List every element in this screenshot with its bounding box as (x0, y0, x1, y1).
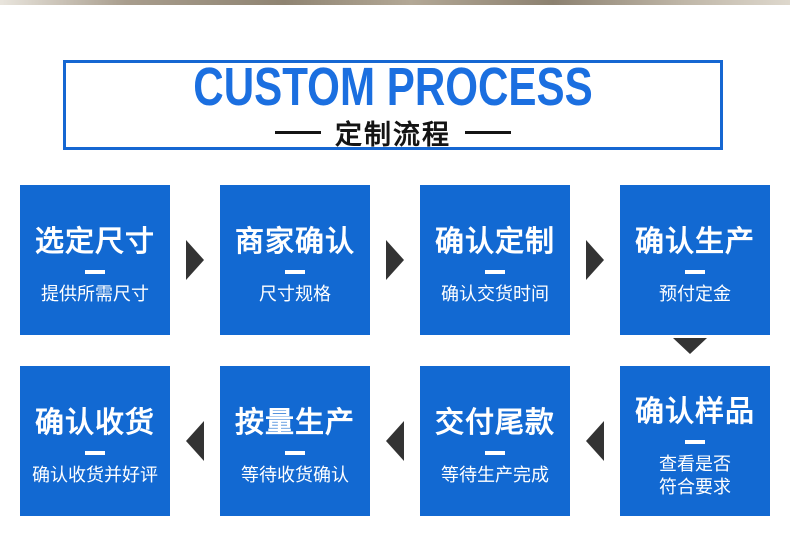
arrow-right-icon (386, 240, 404, 280)
step-merchant-confirm: 商家确认 尺寸规格 (220, 185, 370, 335)
step-title: 确认样品 (634, 393, 755, 428)
flow-row-2: 确认收货 确认收货并好评 按量生产 等待收货确认 交付尾款 等待生产完成 确认样… (20, 366, 770, 516)
arrow-down-icon (673, 338, 707, 354)
step-title: 选定尺寸 (34, 224, 155, 258)
step-dash (485, 270, 505, 274)
page-title-en: CUSTOM PROCESS (193, 57, 593, 117)
step-confirm-custom: 确认定制 确认交货时间 (420, 185, 570, 335)
step-subtitle: 查看是否 (659, 453, 731, 475)
step-dash (85, 270, 105, 274)
title-dash-left (275, 131, 321, 134)
step-confirm-receipt: 确认收货 确认收货并好评 (20, 366, 170, 516)
step-subtitle-line2: 符合要求 (659, 476, 731, 498)
step-subtitle: 确认交货时间 (441, 284, 549, 305)
step-title: 确认定制 (434, 224, 555, 258)
step-title: 商家确认 (234, 224, 355, 258)
arrow-right-icon (586, 240, 604, 280)
step-dash (285, 270, 305, 274)
page-title-zh: 定制流程 (335, 120, 451, 151)
arrow-left-icon (586, 421, 604, 461)
step-dash (85, 451, 105, 455)
step-subtitle: 等待生产完成 (441, 465, 549, 486)
step-produce-by-quantity: 按量生产 等待收货确认 (220, 366, 370, 516)
step-subtitle: 提供所需尺寸 (41, 284, 149, 305)
title-dash-right (465, 131, 511, 134)
step-title: 确认收货 (34, 405, 155, 439)
page-title-zh-row: 定制流程 (66, 113, 720, 152)
step-dash (685, 439, 705, 444)
step-confirm-production: 确认生产 预付定金 (620, 185, 770, 335)
step-subtitle: 尺寸规格 (259, 284, 331, 305)
arrow-left-icon (386, 421, 404, 461)
step-confirm-sample: 确认样品 查看是否 符合要求 (620, 366, 770, 516)
step-subtitle: 等待收货确认 (241, 465, 349, 486)
step-dash (685, 270, 705, 274)
top-edge-strip (0, 0, 790, 5)
header-banner: CUSTOM PROCESS 定制流程 (63, 57, 723, 152)
step-title: 交付尾款 (434, 405, 555, 439)
step-title: 按量生产 (234, 405, 355, 439)
step-subtitle: 预付定金 (659, 284, 731, 305)
step-pay-balance: 交付尾款 等待生产完成 (420, 366, 570, 516)
step-title: 确认生产 (634, 224, 755, 258)
step-dash (485, 451, 505, 455)
step-select-size: 选定尺寸 提供所需尺寸 (20, 185, 170, 335)
step-dash (285, 451, 305, 455)
arrow-right-icon (186, 240, 204, 280)
step-subtitle: 确认收货并好评 (32, 465, 158, 486)
arrow-left-icon (186, 421, 204, 461)
flow-row-1: 选定尺寸 提供所需尺寸 商家确认 尺寸规格 确认定制 确认交货时间 确认生产 预… (20, 185, 770, 335)
